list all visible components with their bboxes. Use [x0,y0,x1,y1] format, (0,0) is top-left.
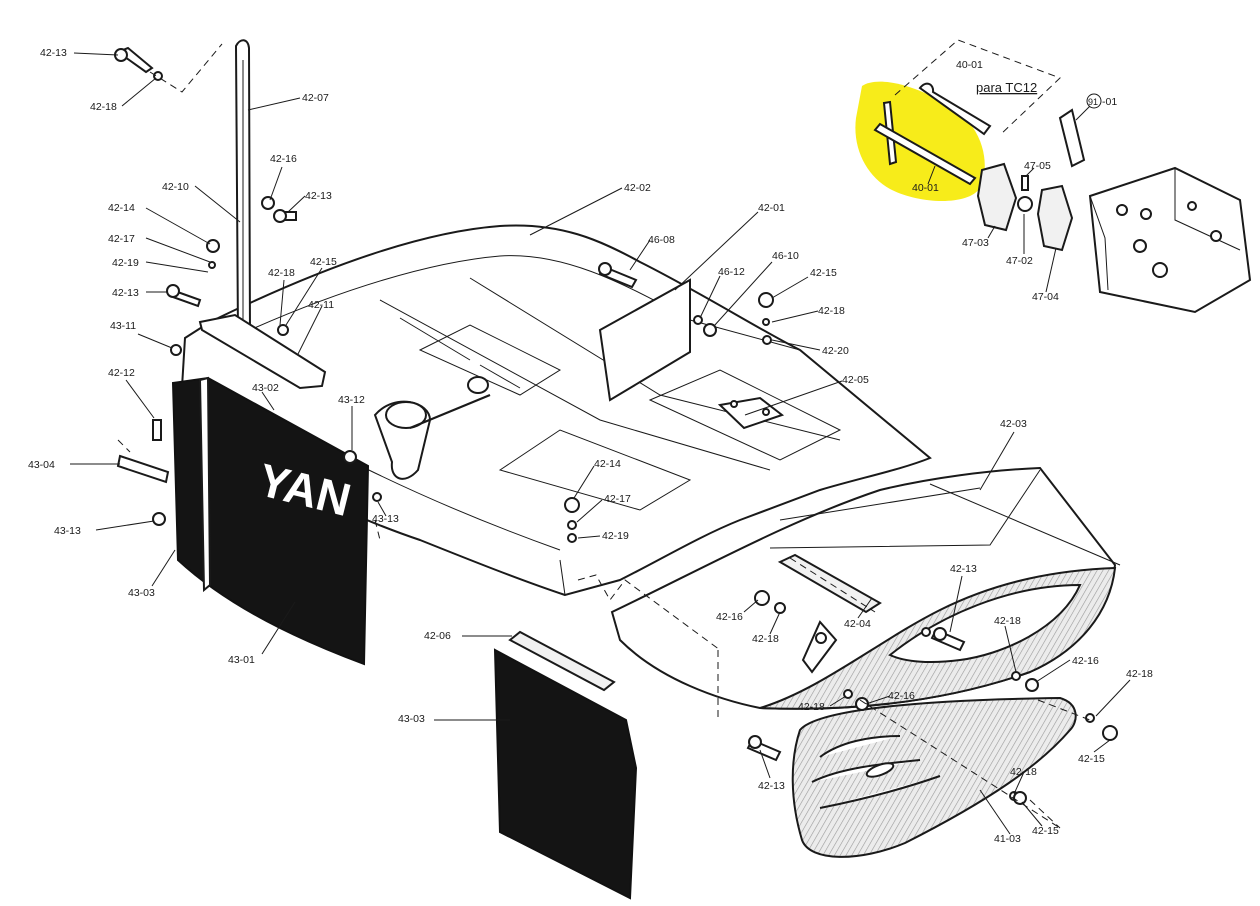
callout-c40: 42-18 [752,633,779,645]
callout-c15: 42-12 [108,367,135,379]
callout-c30: 42-20 [822,345,849,357]
rod-42-07 [198,39,327,390]
callout-circle [1086,93,1102,109]
callout-c33: 42-17 [604,493,631,505]
callout-c20: 43-13 [54,525,81,537]
callout-c41: 42-06 [424,630,451,642]
assembly-dashes [117,43,1091,829]
callout-c46: 42-18 [798,701,825,713]
hardware [114,46,1118,805]
callout-c55: 47-03 [962,237,989,249]
callout-c32: 42-14 [594,458,621,470]
callout-c31: 42-05 [842,374,869,386]
callout-c37: 42-18 [994,615,1021,627]
callout-c49: 42-18 [1010,766,1037,778]
callout-c34: 42-19 [602,530,629,542]
callout-c4: 42-16 [270,153,297,165]
callout-c36: 42-13 [950,563,977,575]
callout-c6: 42-13 [305,190,332,202]
callout-c59: 91 [1088,97,1098,107]
callout-c10: 42-13 [112,287,139,299]
callout-c8: 42-17 [108,233,135,245]
callout-c35: 42-03 [1000,418,1027,430]
callout-c47: 42-15 [1078,753,1105,765]
callout-c7: 42-14 [108,202,135,214]
callout-c11: 42-18 [268,267,295,279]
callout-c45: 42-16 [888,690,915,702]
callout-c42: 43-03 [398,713,425,725]
callout-c27: 46-10 [772,250,799,262]
callout-c57: 47-04 [1032,291,1059,303]
callout-c25: 46-08 [648,234,675,246]
callout-c50: 42-15 [1032,825,1059,837]
callout-c51: 41-03 [994,833,1021,845]
callout-c23: 42-02 [624,182,651,194]
callout-c52: 40-01 [956,59,983,71]
mud-flap-lower [493,630,638,900]
callout-c3: 42-07 [302,92,329,104]
callout-c43: 42-16 [1072,655,1099,667]
callout-c39: 42-16 [716,611,743,623]
callout-c58: -01 [1102,96,1117,108]
side-guard-41-03 [791,696,1077,858]
leader-lines [70,52,1131,835]
callout-c1: 42-13 [40,47,67,59]
callout-c26: 46-12 [718,266,745,278]
callout-c17: 43-12 [338,394,365,406]
callout-c29: 42-18 [818,305,845,317]
callout-c22: 43-01 [228,654,255,666]
callout-c12: 42-15 [310,256,337,268]
callout-c48: 42-13 [758,780,785,792]
callout-c56: 47-02 [1006,255,1033,267]
callout-c54: 47-05 [1024,160,1051,172]
callout-labels: 42-13 42-18 42-07 42-16 42-10 42-13 42-1… [28,47,1153,845]
callout-c14: 43-11 [110,320,136,332]
model-note: para TC12 [976,80,1037,95]
callout-c24: 42-01 [758,202,785,214]
callout-c19: 43-13 [372,513,399,525]
callout-c28: 42-15 [810,267,837,279]
callout-c16: 43-02 [252,382,279,394]
callout-c53: 40-01 [912,182,939,194]
callout-c21: 43-03 [128,587,155,599]
callout-c44: 42-18 [1126,668,1153,680]
callout-c5: 42-10 [162,181,189,193]
callout-c18: 43-04 [28,459,55,471]
hitch-assembly [873,39,1252,314]
callout-c9: 42-19 [112,257,139,269]
callout-c2: 42-18 [90,101,117,113]
callout-c13: 42-11 [308,299,334,311]
callout-c38: 42-04 [844,618,871,630]
mud-flap-left: YAN [171,376,370,666]
